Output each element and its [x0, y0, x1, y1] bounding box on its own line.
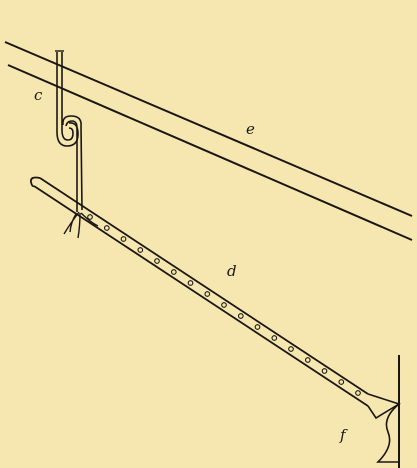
rod-body [30, 176, 369, 407]
rod-hole [304, 357, 311, 363]
rod-hole [120, 236, 127, 242]
rod-hole [288, 346, 294, 352]
rod-hole [355, 390, 361, 396]
rod-tip [367, 393, 401, 420]
post-f [367, 355, 401, 468]
hook-inner-wire [61, 52, 74, 141]
rod-hole [321, 368, 328, 374]
rod-d [30, 176, 369, 407]
hook-ring-inner [65, 120, 78, 212]
rod-hole [204, 291, 211, 297]
rail-e [4, 41, 413, 241]
hook-ring [62, 115, 83, 211]
hook-tassel [63, 211, 99, 239]
rod-hole [254, 324, 261, 330]
rod-hole [103, 225, 110, 231]
hook-c [55, 50, 83, 212]
rod-hole [170, 269, 177, 275]
rod-hole [154, 258, 160, 264]
rod-hole [87, 214, 93, 220]
rod-hole [271, 335, 278, 341]
rod-hole [237, 313, 244, 319]
label-f: f [340, 426, 346, 444]
rod-hole [187, 280, 194, 286]
rail-e-lower-line [7, 64, 413, 241]
label-d: d [227, 262, 237, 280]
rod-hole [338, 379, 345, 385]
rod-hole [221, 302, 227, 308]
rod-holes [87, 214, 361, 396]
hook-outer-wire [56, 52, 79, 147]
rod-hole [137, 247, 144, 253]
label-e: e [246, 120, 255, 138]
rail-e-upper-line [4, 41, 413, 217]
post-bracket [376, 403, 400, 463]
label-c: c [34, 86, 43, 104]
